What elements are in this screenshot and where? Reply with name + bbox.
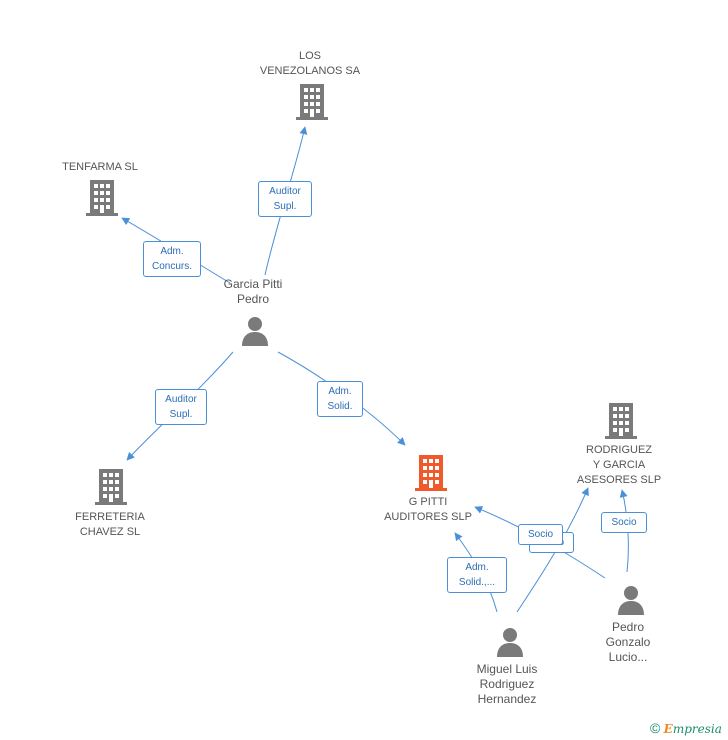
node-label-tenfarma[interactable]: TENFARMA SL <box>62 161 138 173</box>
node-label-rodriguez-garcia[interactable]: RODRIGUEZ Y GARCIA ASESORES SLP <box>576 444 662 486</box>
brand-footer: © Empresia <box>650 720 722 736</box>
node-label-los-venezolanos[interactable]: LOS VENEZOLANOS SA <box>259 50 361 77</box>
building-icon[interactable] <box>604 403 638 439</box>
brand-logo-text: mpresia <box>672 722 722 736</box>
person-icon[interactable] <box>240 316 270 346</box>
node-label-g-pitti[interactable]: G PITTI AUDITORES SLP <box>384 496 472 523</box>
edge-label-adm-solid-miguel[interactable]: Adm. Solid.,... <box>447 557 507 593</box>
person-icon[interactable] <box>495 627 525 657</box>
node-label-miguel-luis[interactable]: Miguel Luis Rodriguez Hernandez <box>476 662 538 706</box>
edge-label-auditor-supl-ferreteria[interactable]: Auditor Supl. <box>155 389 207 425</box>
node-label-garcia-pitti[interactable]: Garcia Pitti Pedro <box>223 277 283 306</box>
building-icon[interactable] <box>94 469 128 505</box>
node-label-pedro-gonzalo[interactable]: Pedro Gonzalo Lucio... <box>605 620 651 664</box>
person-icon[interactable] <box>616 585 646 615</box>
building-icon-main[interactable] <box>414 455 448 491</box>
edge-label-auditor-supl-los[interactable]: Auditor Supl. <box>258 181 312 217</box>
edge-label-socio-miguel-gpitti[interactable]: Socio <box>518 524 563 545</box>
edge-label-adm-concurs[interactable]: Adm. Concurs. <box>143 241 201 277</box>
building-icon[interactable] <box>295 84 329 120</box>
building-icon[interactable] <box>85 180 119 216</box>
node-label-ferreteria[interactable]: FERRETERIA CHAVEZ SL <box>75 511 145 538</box>
edge-label-socio-pedro-rodriguez[interactable]: Socio <box>601 512 647 533</box>
edge-label-adm-solid[interactable]: Adm. Solid. <box>317 381 363 417</box>
brand-logo-initial: E <box>663 722 673 736</box>
copyright-symbol: © <box>650 720 661 736</box>
